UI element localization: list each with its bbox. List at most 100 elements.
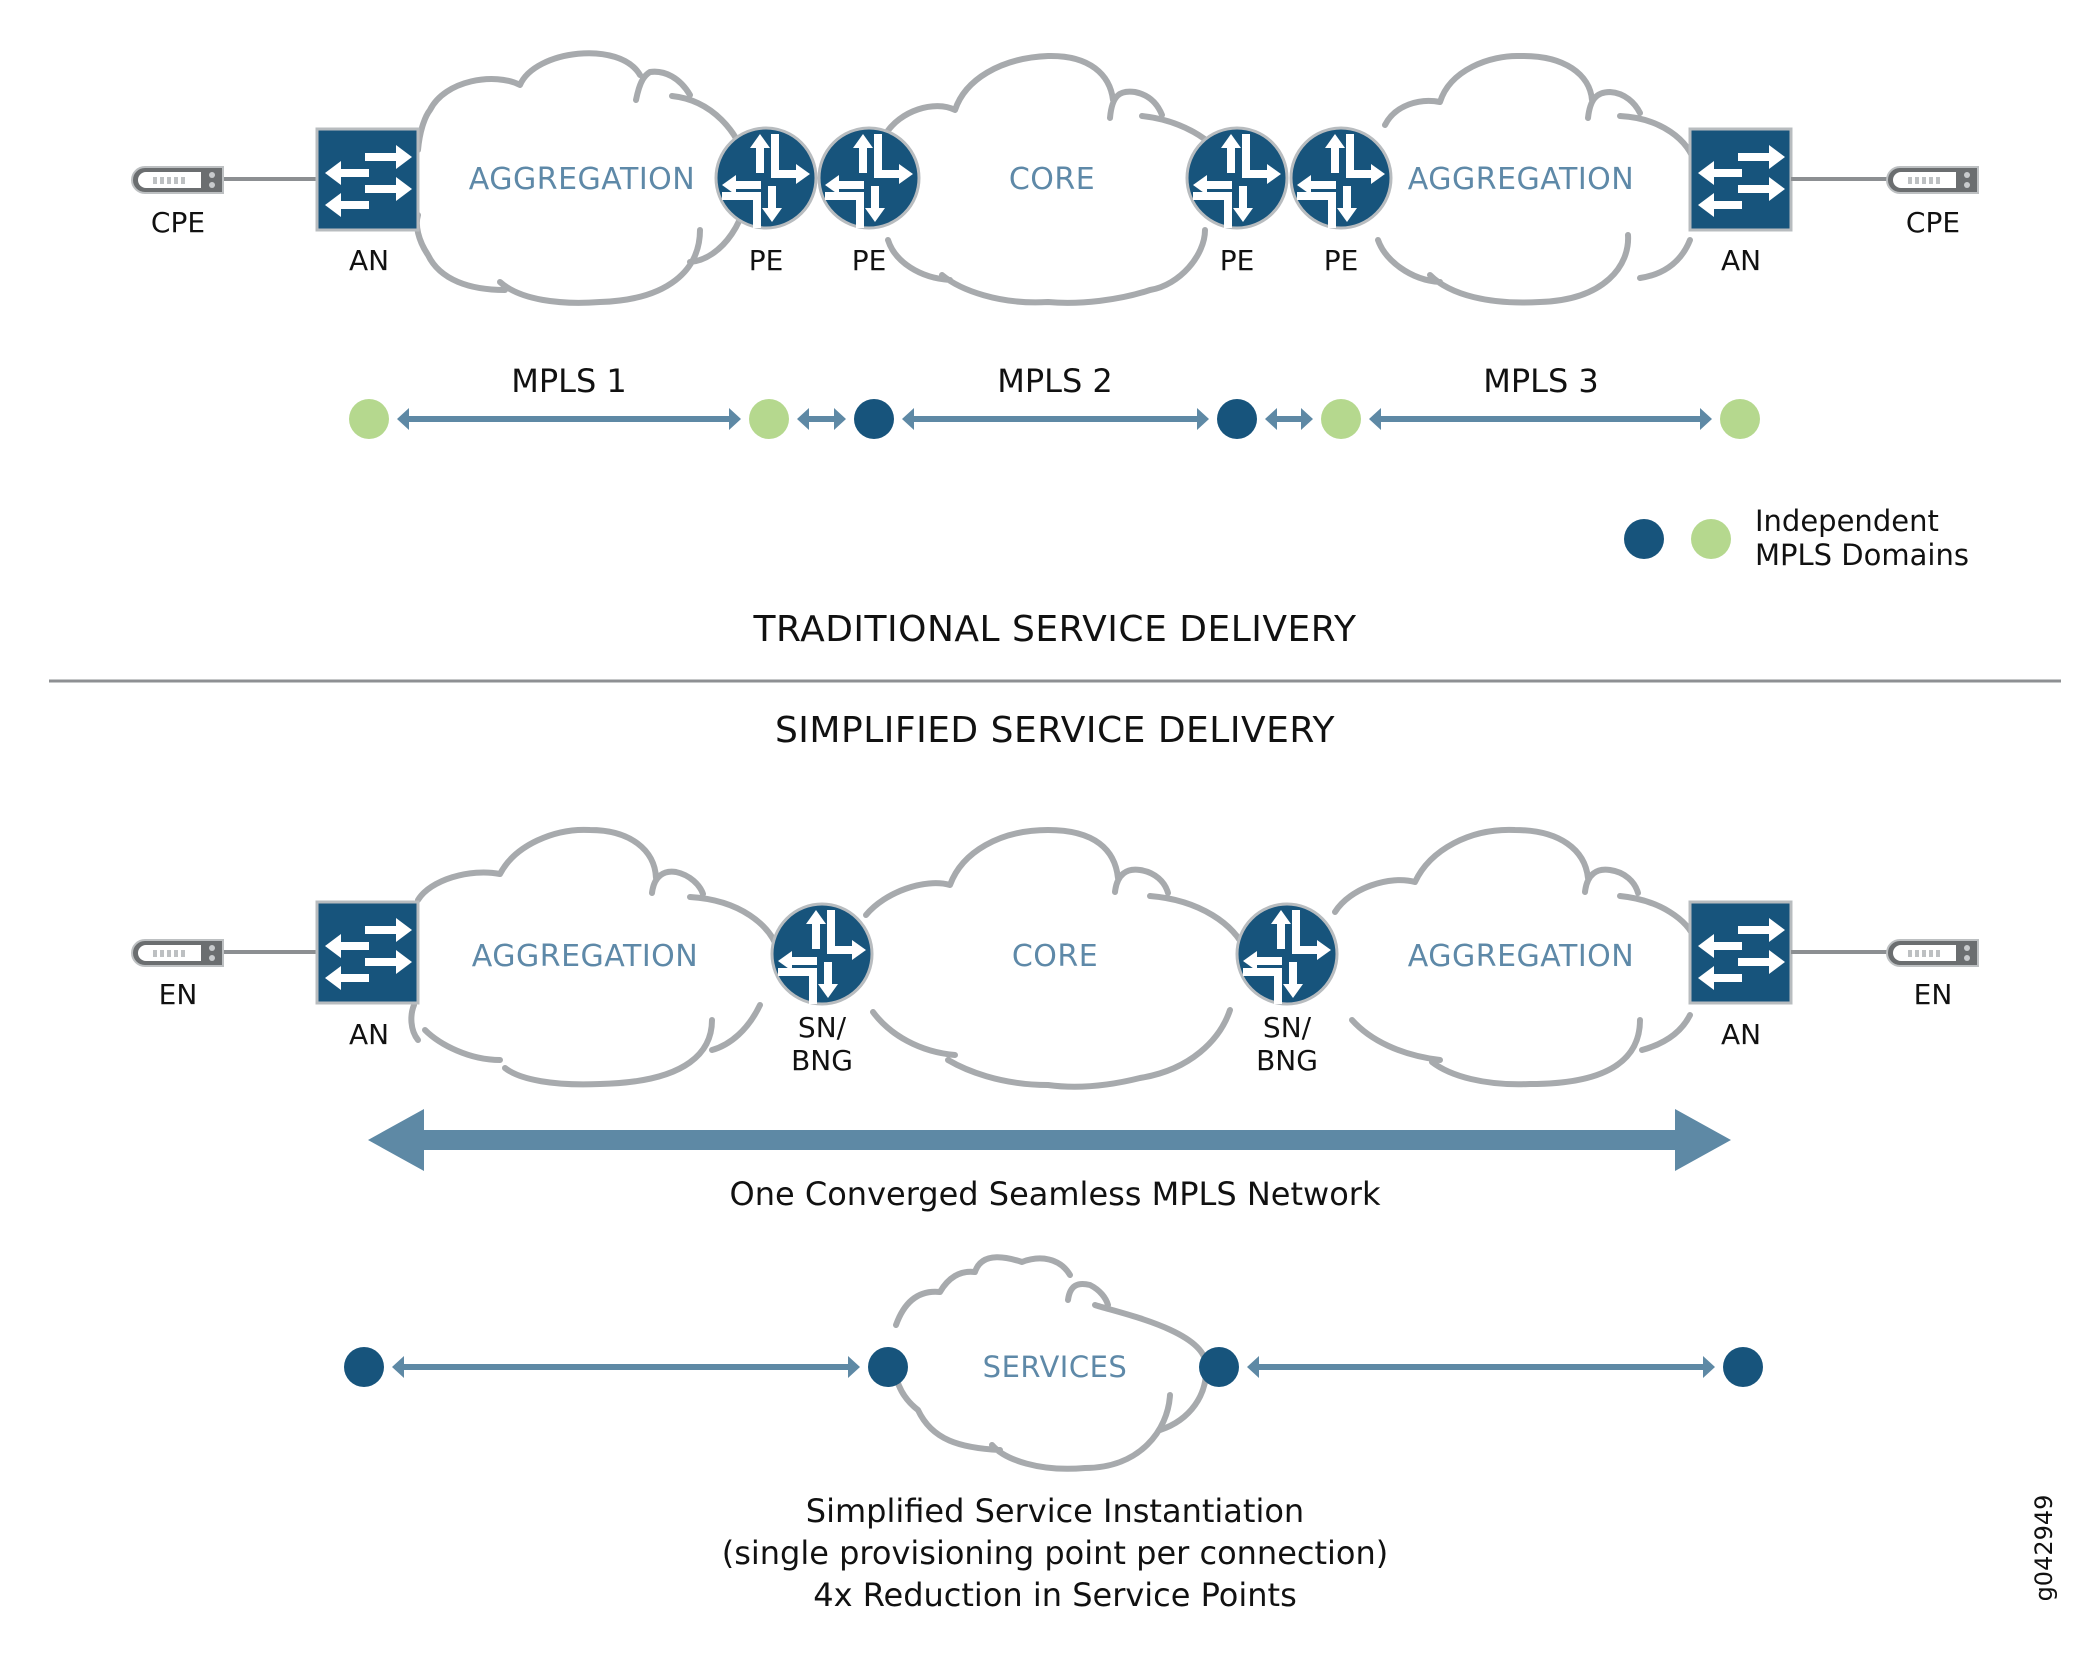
summary-line-2: (single provisioning point per connectio… [722,1534,1389,1572]
cpe-right: CPE [1791,166,1979,239]
en-device-icon [1886,939,1979,967]
an-label: AN [1721,1018,1761,1051]
converged-network-arrow: One Converged Seamless MPLS Network [368,1109,1731,1213]
access-node-left: AN [315,127,420,277]
services-cloud: SERVICES [892,1254,1210,1472]
cloud-outline [863,827,1248,1090]
service-point-dot [344,1347,384,1387]
cpe-device-icon [131,166,224,194]
router-icon [1289,126,1393,230]
an-label: AN [1721,244,1761,277]
router-label: PE [852,244,887,277]
legend: Independent MPLS Domains [1624,504,1969,572]
pe-router-1: PE [714,126,818,277]
cloud-label: CORE [1009,162,1095,197]
domain-dot [349,399,389,439]
cloud-label: SERVICES [983,1350,1128,1384]
aggregation-cloud-right: AGGREGATION [1375,52,1698,306]
router-icon [1185,126,1289,230]
double-arrow-icon [797,408,846,430]
switch-icon [1688,127,1793,232]
domain-dot [1321,399,1361,439]
cloud-label: AGGREGATION [1408,162,1634,197]
cloud-outline [408,826,781,1088]
simplified-title: SIMPLIFIED SERVICE DELIVERY [775,710,1336,751]
service-arrows [392,1356,1715,1378]
simplified-section: SIMPLIFIED SERVICE DELIVERY AGGREGATION … [131,710,1979,1614]
double-arrow-icon [1247,1356,1715,1378]
cpe-device-icon [1886,166,1979,194]
converged-caption: One Converged Seamless MPLS Network [730,1175,1381,1213]
double-arrow-icon [1265,408,1313,430]
switch-icon [315,900,420,1005]
legend-dot-green [1691,519,1731,559]
double-arrow-icon [392,1356,860,1378]
mpls-domains-row: MPLS 1 MPLS 2 MPLS 3 [349,362,1760,439]
legend-line-1: Independent [1755,504,1939,538]
domain-dot [1217,399,1257,439]
pe-router-3: PE [1185,126,1289,277]
mpls-label-2: MPLS 2 [997,362,1113,400]
double-arrow-icon [397,408,741,430]
access-node-right: AN [1688,900,1793,1051]
switch-icon [315,127,420,232]
router-icon [817,126,921,230]
router-label: PE [1220,244,1255,277]
router-label-line1: SN/ [1263,1011,1312,1044]
router-icon [770,902,874,1006]
cloud-label: AGGREGATION [469,162,695,197]
mpls-label-3: MPLS 3 [1483,362,1599,400]
aggregation-cloud-left: AGGREGATION [408,826,781,1088]
aggregation-cloud-right: AGGREGATION [1332,826,1698,1088]
cloud-outline [1375,52,1698,306]
cloud-label: CORE [1012,939,1098,974]
router-label: PE [1324,244,1359,277]
pe-router-2: PE [817,126,921,277]
access-node-left: AN [315,900,420,1051]
traditional-section: AGGREGATION CORE AGGREGATION CPE [131,50,1979,650]
core-cloud: CORE [863,827,1248,1090]
double-arrow-icon [1369,408,1712,430]
router-icon [714,126,818,230]
en-left: EN [131,939,318,1011]
access-node-right: AN [1688,127,1793,277]
router-label-line2: BNG [791,1044,853,1077]
mpls-label-1: MPLS 1 [511,362,627,400]
domain-dot [1720,399,1760,439]
cloud-label: AGGREGATION [472,939,698,974]
pe-router-4: PE [1289,126,1393,277]
service-point-dot [1723,1347,1763,1387]
sn-bng-router-2: SN/ BNG [1235,902,1339,1077]
en-right: EN [1791,939,1979,1011]
en-label: EN [1914,978,1953,1011]
cpe-label: CPE [151,206,205,239]
router-label-line2: BNG [1256,1044,1318,1077]
traditional-title: TRADITIONAL SERVICE DELIVERY [753,609,1357,650]
service-point-dot [1199,1347,1239,1387]
cpe-left: CPE [131,166,318,239]
mpls-arrows [397,408,1712,430]
services-row: SERVICES [344,1254,1763,1472]
summary-text: Simplified Service Instantiation (single… [722,1492,1389,1614]
cloud-outline [882,52,1225,306]
legend-dot-blue [1624,519,1664,559]
mpls-dots [349,399,1760,439]
cloud-outline [1332,826,1698,1088]
en-label: EN [159,978,198,1011]
double-arrow-icon [902,408,1209,430]
router-label: PE [749,244,784,277]
figure-id: g042949 [2030,1495,2058,1602]
aggregation-cloud-left: AGGREGATION [413,50,752,306]
switch-icon [1688,900,1793,1005]
router-label-line1: SN/ [798,1011,847,1044]
sn-bng-router-1: SN/ BNG [770,902,874,1077]
service-point-dot [868,1347,908,1387]
en-device-icon [131,939,224,967]
router-icon [1235,902,1339,1006]
an-label: AN [349,244,389,277]
domain-dot [749,399,789,439]
an-label: AN [349,1018,389,1051]
double-arrow-icon [368,1109,1731,1171]
summary-line-1: Simplified Service Instantiation [806,1492,1304,1530]
